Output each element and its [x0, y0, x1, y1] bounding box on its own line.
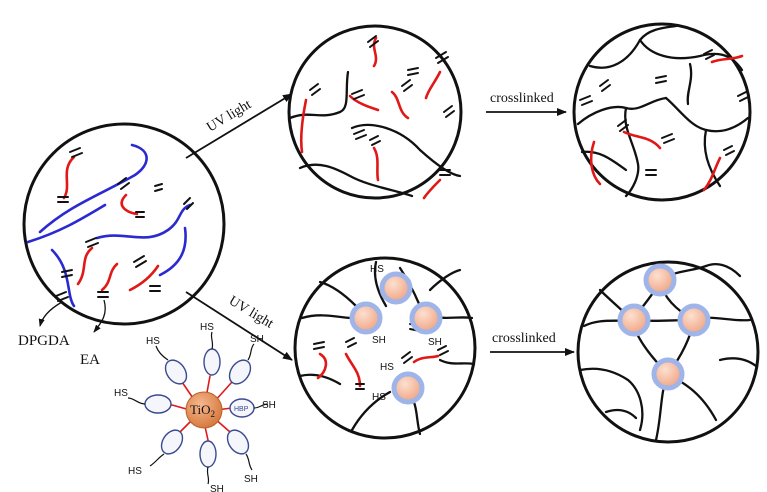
tio2-core	[185, 391, 223, 429]
nanoparticle	[643, 263, 677, 297]
double-bond-marks	[55, 147, 194, 302]
nanoparticle	[651, 357, 685, 391]
thiol-label: HS	[200, 322, 214, 333]
dpgda-label: DPGDA	[18, 333, 70, 349]
thiol-label: SH	[428, 337, 442, 348]
crosslinked-label-bottom: crosslinked	[492, 331, 556, 346]
tio2-label-main: TiO	[190, 402, 210, 417]
thiol-label: SH	[372, 335, 386, 346]
uv-label-bottom: UV light	[226, 294, 276, 332]
uv-arrow-top	[185, 93, 293, 159]
nanoparticle	[409, 301, 443, 335]
nanoparticle	[391, 371, 425, 405]
thiol-label: HS	[372, 392, 386, 403]
nanoparticle	[349, 301, 383, 335]
thiol-label: HS	[114, 388, 128, 399]
thiol-label: SH	[262, 400, 276, 411]
nanoparticle	[379, 271, 413, 305]
partial-network-circle-top	[287, 24, 463, 200]
crosslinked-network-circle-top	[572, 22, 752, 202]
uv-label-top: UV light	[204, 97, 254, 135]
crosslinked-nanocomposite-circle	[576, 260, 760, 444]
nanoparticle-mixture-circle: HS SH SH HS HS	[293, 256, 477, 440]
thiol-label: HS	[380, 362, 394, 373]
crosslinked-label-top: crosslinked	[490, 91, 554, 106]
thiol-label: SH	[250, 334, 264, 345]
tio2-label-subscript: 2	[210, 409, 215, 419]
ea-chains	[62, 155, 160, 292]
thiol-label: SH	[244, 474, 258, 485]
ea-pointer-arrow	[93, 299, 106, 333]
thiol-label: HS	[146, 336, 160, 347]
hbp-label: HBP	[234, 406, 249, 413]
initial-mixture-circle	[22, 122, 226, 326]
dpgda-chains	[26, 143, 192, 308]
nanoparticle	[617, 303, 651, 337]
nanoparticle	[677, 303, 711, 337]
tio2-hbp-particle: HBP TiO2 HS HS SH SH SH SH HS HS	[114, 322, 276, 492]
uv-arrow-bottom	[185, 291, 293, 361]
ea-label: EA	[80, 352, 100, 368]
thiol-label: SH	[210, 484, 224, 492]
thiol-label: HS	[370, 264, 384, 275]
thiol-label: HS	[128, 466, 142, 477]
tio2-label: TiO2	[190, 402, 215, 419]
dpgda-pointer-arrow	[38, 301, 63, 327]
